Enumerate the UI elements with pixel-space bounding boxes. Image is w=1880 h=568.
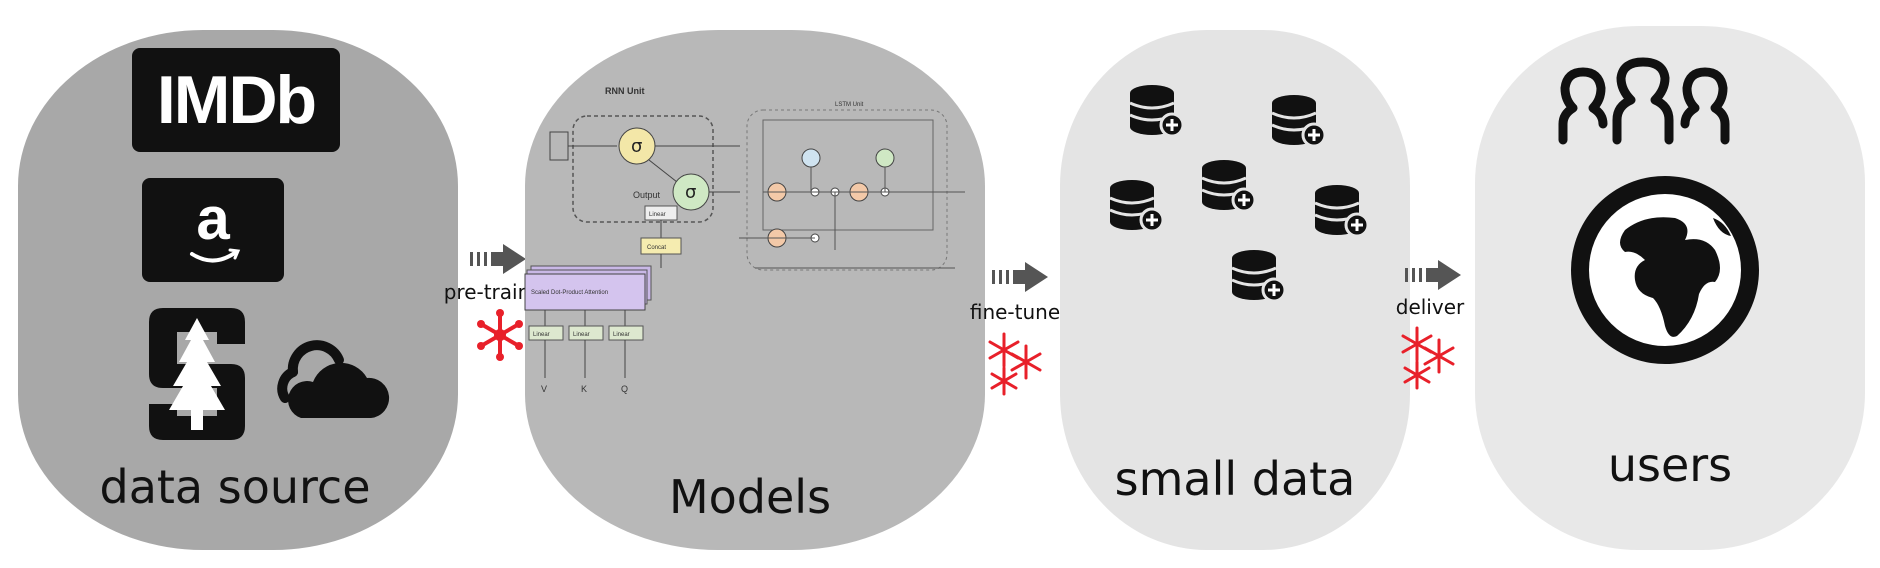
- database-icon-4: [1108, 178, 1165, 233]
- users-label: users: [1607, 438, 1733, 492]
- deliver-label: deliver: [1395, 295, 1465, 319]
- data-source-label: data source: [99, 460, 371, 514]
- database-icon-2: [1270, 93, 1327, 148]
- models-architecture-diagram: RNN Unit σ σ Output LSTM Unit Lin: [524, 86, 965, 394]
- input-v: V: [541, 384, 547, 394]
- attention-label: Scaled Dot-Product Attention: [531, 290, 608, 296]
- database-icon-1: [1128, 83, 1185, 138]
- rnn-sigma-1: σ: [631, 136, 642, 157]
- people-icon: [1558, 57, 1730, 145]
- linear-k-block: [568, 325, 604, 341]
- database-icon-6: [1230, 248, 1287, 303]
- linear-v-label: Linear: [533, 332, 550, 338]
- lstm-sigma-node-2: [875, 148, 895, 168]
- pretrain-label: pre-train: [443, 280, 531, 304]
- rnn-sigma-2: σ: [685, 182, 696, 203]
- finetune-label: fine-tune: [969, 300, 1061, 324]
- models-label: Models: [668, 470, 832, 524]
- rnn-output-label: Output: [633, 190, 661, 200]
- database-icons: [1108, 83, 1370, 303]
- deliver-arrow-icon: [1405, 260, 1461, 290]
- input-q: Q: [621, 384, 628, 394]
- snowflake-cluster-icon-2: [1401, 326, 1455, 390]
- amazon-letter: a: [196, 185, 230, 252]
- linear-q-label: Linear: [613, 332, 630, 338]
- amazon-logo: a: [142, 178, 284, 282]
- linear-q-block: [608, 325, 644, 341]
- linear-v-block: [528, 325, 564, 341]
- cloud-icon: [277, 340, 390, 418]
- rnn-title: RNN Unit: [605, 86, 645, 96]
- snowflake-icon: [477, 309, 523, 361]
- globe-icon: [1571, 176, 1759, 364]
- database-icon-3: [1200, 158, 1257, 213]
- input-k: K: [581, 384, 587, 394]
- lstm-title: LSTM Unit: [835, 102, 864, 108]
- lstm-sigma-node-1: [801, 148, 821, 168]
- amazon-smile-icon: [190, 248, 241, 263]
- imdb-logo: IMDb: [132, 48, 340, 152]
- linear-top-label: Linear: [649, 212, 666, 218]
- snowflake-cluster-icon: [988, 332, 1042, 396]
- small-data-label: small data: [1114, 452, 1356, 506]
- pretrain-arrow-icon: [470, 244, 526, 274]
- stanford-logo: [149, 308, 245, 440]
- concat-label: Concat: [647, 245, 666, 251]
- finetune-arrow-icon: [992, 262, 1048, 292]
- database-icon-5: [1313, 183, 1370, 238]
- linear-k-label: Linear: [573, 332, 590, 338]
